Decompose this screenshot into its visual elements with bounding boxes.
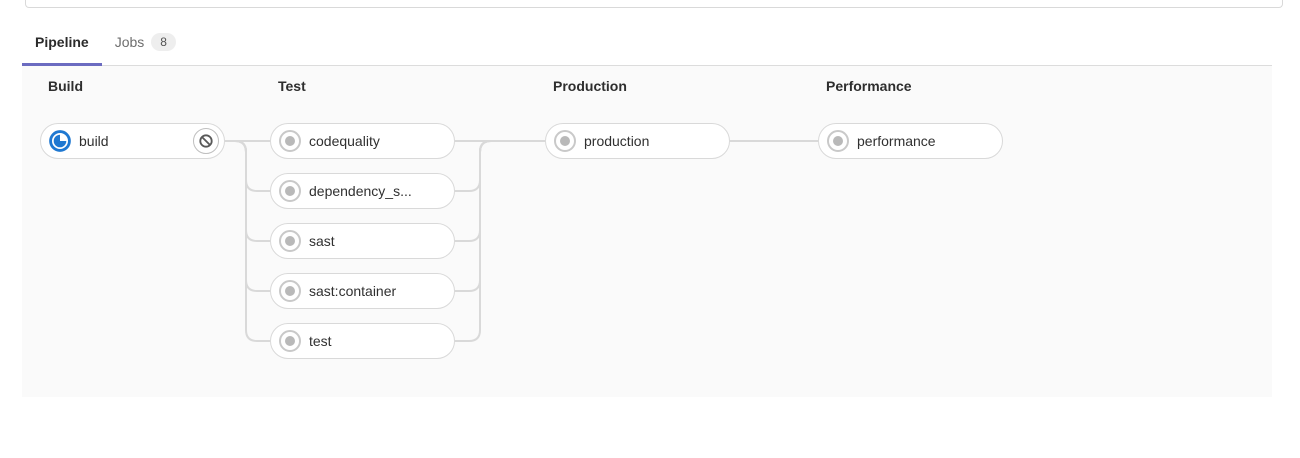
tab-pipeline-label: Pipeline bbox=[35, 34, 89, 50]
stage-column-test: Test codequality dependency_s...sast sast:c… bbox=[270, 78, 455, 373]
created-status-icon bbox=[827, 130, 849, 152]
job-label: dependency_s... bbox=[309, 183, 412, 199]
job-pill-performance[interactable]: performance bbox=[818, 123, 1003, 159]
job-pill-sast-container[interactable]: sast:container bbox=[270, 273, 455, 309]
job-pill-sast[interactable]: sast bbox=[270, 223, 455, 259]
connector-line bbox=[455, 140, 545, 292]
job-label: production bbox=[584, 133, 650, 149]
jobs-count-badge: 8 bbox=[151, 33, 176, 51]
job-pill-build[interactable]: build bbox=[40, 123, 225, 159]
connector-line bbox=[455, 140, 545, 192]
job-pill-test[interactable]: test bbox=[270, 323, 455, 359]
created-status-icon bbox=[279, 130, 301, 152]
tab-pipeline[interactable]: Pipeline bbox=[22, 22, 102, 66]
created-status-icon bbox=[279, 230, 301, 252]
created-status-icon bbox=[279, 280, 301, 302]
cancel-job-button[interactable] bbox=[193, 128, 219, 154]
job-label: sast bbox=[309, 233, 335, 249]
stage-title: Production bbox=[553, 78, 627, 94]
job-label: build bbox=[79, 133, 109, 149]
job-label: sast:container bbox=[309, 283, 397, 299]
stage-title: Performance bbox=[826, 78, 912, 94]
cancel-ban-icon bbox=[199, 134, 213, 148]
tab-jobs-label: Jobs bbox=[114, 34, 145, 50]
stage-column-performance: Performance performance bbox=[818, 78, 1003, 173]
pipeline-tab-bar: Pipeline Jobs 8 bbox=[22, 22, 1272, 66]
job-pill-codequality[interactable]: codequality bbox=[270, 123, 455, 159]
job-pill-dependency-s-[interactable]: dependency_s... bbox=[270, 173, 455, 209]
connector-line bbox=[225, 140, 270, 292]
tab-jobs[interactable]: Jobs 8 bbox=[102, 22, 189, 65]
connector-line bbox=[455, 140, 545, 342]
job-label: performance bbox=[857, 133, 936, 149]
stage-column-production: Production production bbox=[545, 78, 730, 173]
job-label: test bbox=[309, 333, 332, 349]
job-label: codequality bbox=[309, 133, 380, 149]
stage-title: Test bbox=[278, 78, 306, 94]
stage-title: Build bbox=[48, 78, 83, 94]
created-status-icon bbox=[554, 130, 576, 152]
connector-line bbox=[225, 140, 270, 242]
job-pill-production[interactable]: production bbox=[545, 123, 730, 159]
running-status-icon bbox=[49, 130, 71, 152]
connector-line bbox=[225, 140, 270, 342]
connector-line bbox=[225, 140, 270, 192]
pipeline-graph: Build build Test codequality dependency_s.… bbox=[22, 66, 1272, 397]
stage-column-build: Build build bbox=[40, 78, 225, 173]
created-status-icon bbox=[279, 180, 301, 202]
created-status-icon bbox=[279, 330, 301, 352]
connector-line bbox=[455, 140, 545, 242]
commit-card-bottom-edge bbox=[25, 0, 1283, 8]
